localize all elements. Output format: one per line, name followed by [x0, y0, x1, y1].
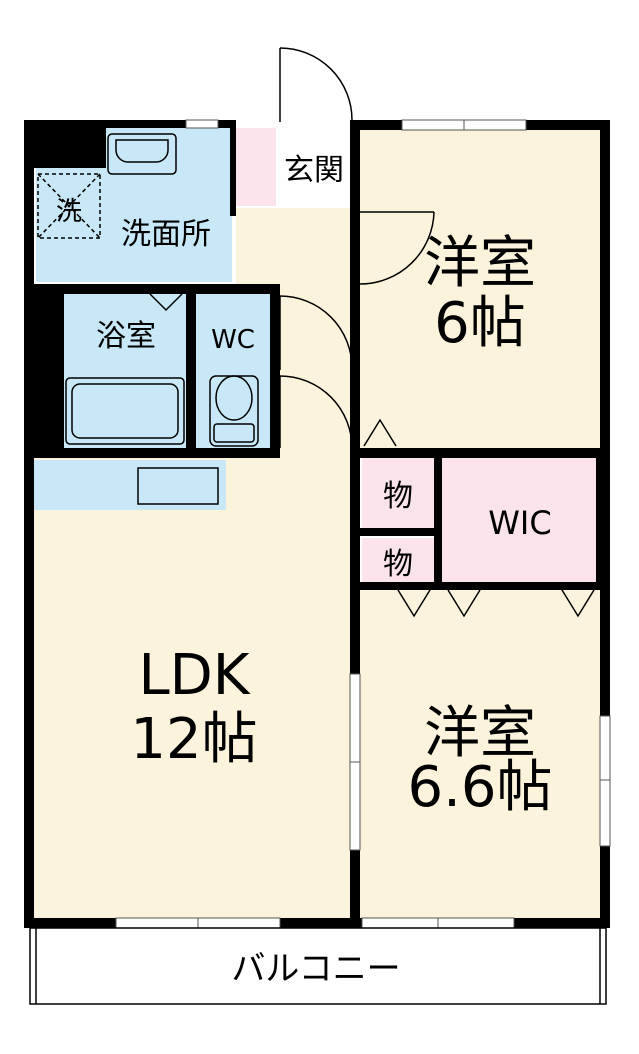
interior-doors [149, 211, 595, 618]
label-wc: WC [211, 325, 255, 355]
label-mono2: 物 [383, 547, 413, 582]
label-yoshitsu1-size: 6帖 [434, 291, 526, 356]
label-sentaku: 洗 [56, 197, 82, 227]
wall-closet-v [434, 448, 442, 588]
balcony [29, 927, 607, 1005]
genkan-floor [236, 128, 276, 206]
label-mono1: 物 [383, 479, 413, 514]
hall-floor [278, 208, 354, 456]
wall-mid-h [354, 448, 610, 458]
mono2-floor [362, 538, 434, 582]
label-genkan: 玄関 [284, 153, 344, 188]
bathtub [65, 377, 185, 445]
fixtures [37, 133, 259, 505]
label-yoshitsu1-name: 洋室 [424, 231, 536, 296]
wall-bottom [24, 918, 610, 928]
washbasin [107, 133, 177, 175]
label-balcony: バルコニー [231, 949, 400, 989]
yoshitsu2-floor [360, 588, 600, 918]
label-yokushitsu: 浴室 [96, 319, 156, 354]
wall-left [24, 120, 34, 928]
yokushitsu-floor [62, 292, 190, 448]
wall-closet-bottom [354, 582, 610, 590]
label-ldk-size: 12帖 [130, 707, 257, 772]
wall-wic-right [596, 448, 610, 588]
wall-closet-h [354, 528, 440, 536]
wall-bath-bottom [24, 448, 280, 458]
wall-top-bath [102, 120, 230, 128]
wc-floor [196, 292, 272, 448]
mono1-floor [362, 456, 434, 528]
label-yoshitsu2-size: 6.6帖 [407, 755, 552, 820]
entrance-door [279, 47, 353, 122]
wic-floor [440, 456, 600, 582]
window-yoshitsu2-right [599, 715, 611, 847]
room-fills [32, 128, 600, 918]
wall-bath-wc [186, 284, 196, 454]
window-bath-top [185, 119, 219, 129]
label-ldk-name: LDK [138, 643, 250, 708]
labels: 玄関 洗面所 洗 浴室 WC 洋室 6帖 物 物 WIC LDK 12帖 洋室 … [56, 153, 553, 989]
windows [115, 119, 611, 929]
wall-bath-top [24, 284, 280, 294]
hall-floor-2 [236, 208, 280, 286]
label-wic: WIC [488, 504, 551, 542]
label-yoshitsu2-name: 洋室 [424, 701, 536, 766]
wall-senmen-right [230, 120, 236, 216]
sink-counter [137, 467, 219, 505]
ldk-floor [32, 456, 354, 918]
wall-bath-left [24, 284, 64, 454]
label-senmenjo: 洗面所 [121, 217, 211, 252]
washer-pan [37, 173, 101, 239]
wall-left-thick [24, 120, 106, 168]
genkan-step [276, 128, 352, 208]
yoshitsu1-floor [360, 128, 600, 450]
wall-wc-right [270, 284, 280, 454]
wall-center [350, 120, 360, 928]
